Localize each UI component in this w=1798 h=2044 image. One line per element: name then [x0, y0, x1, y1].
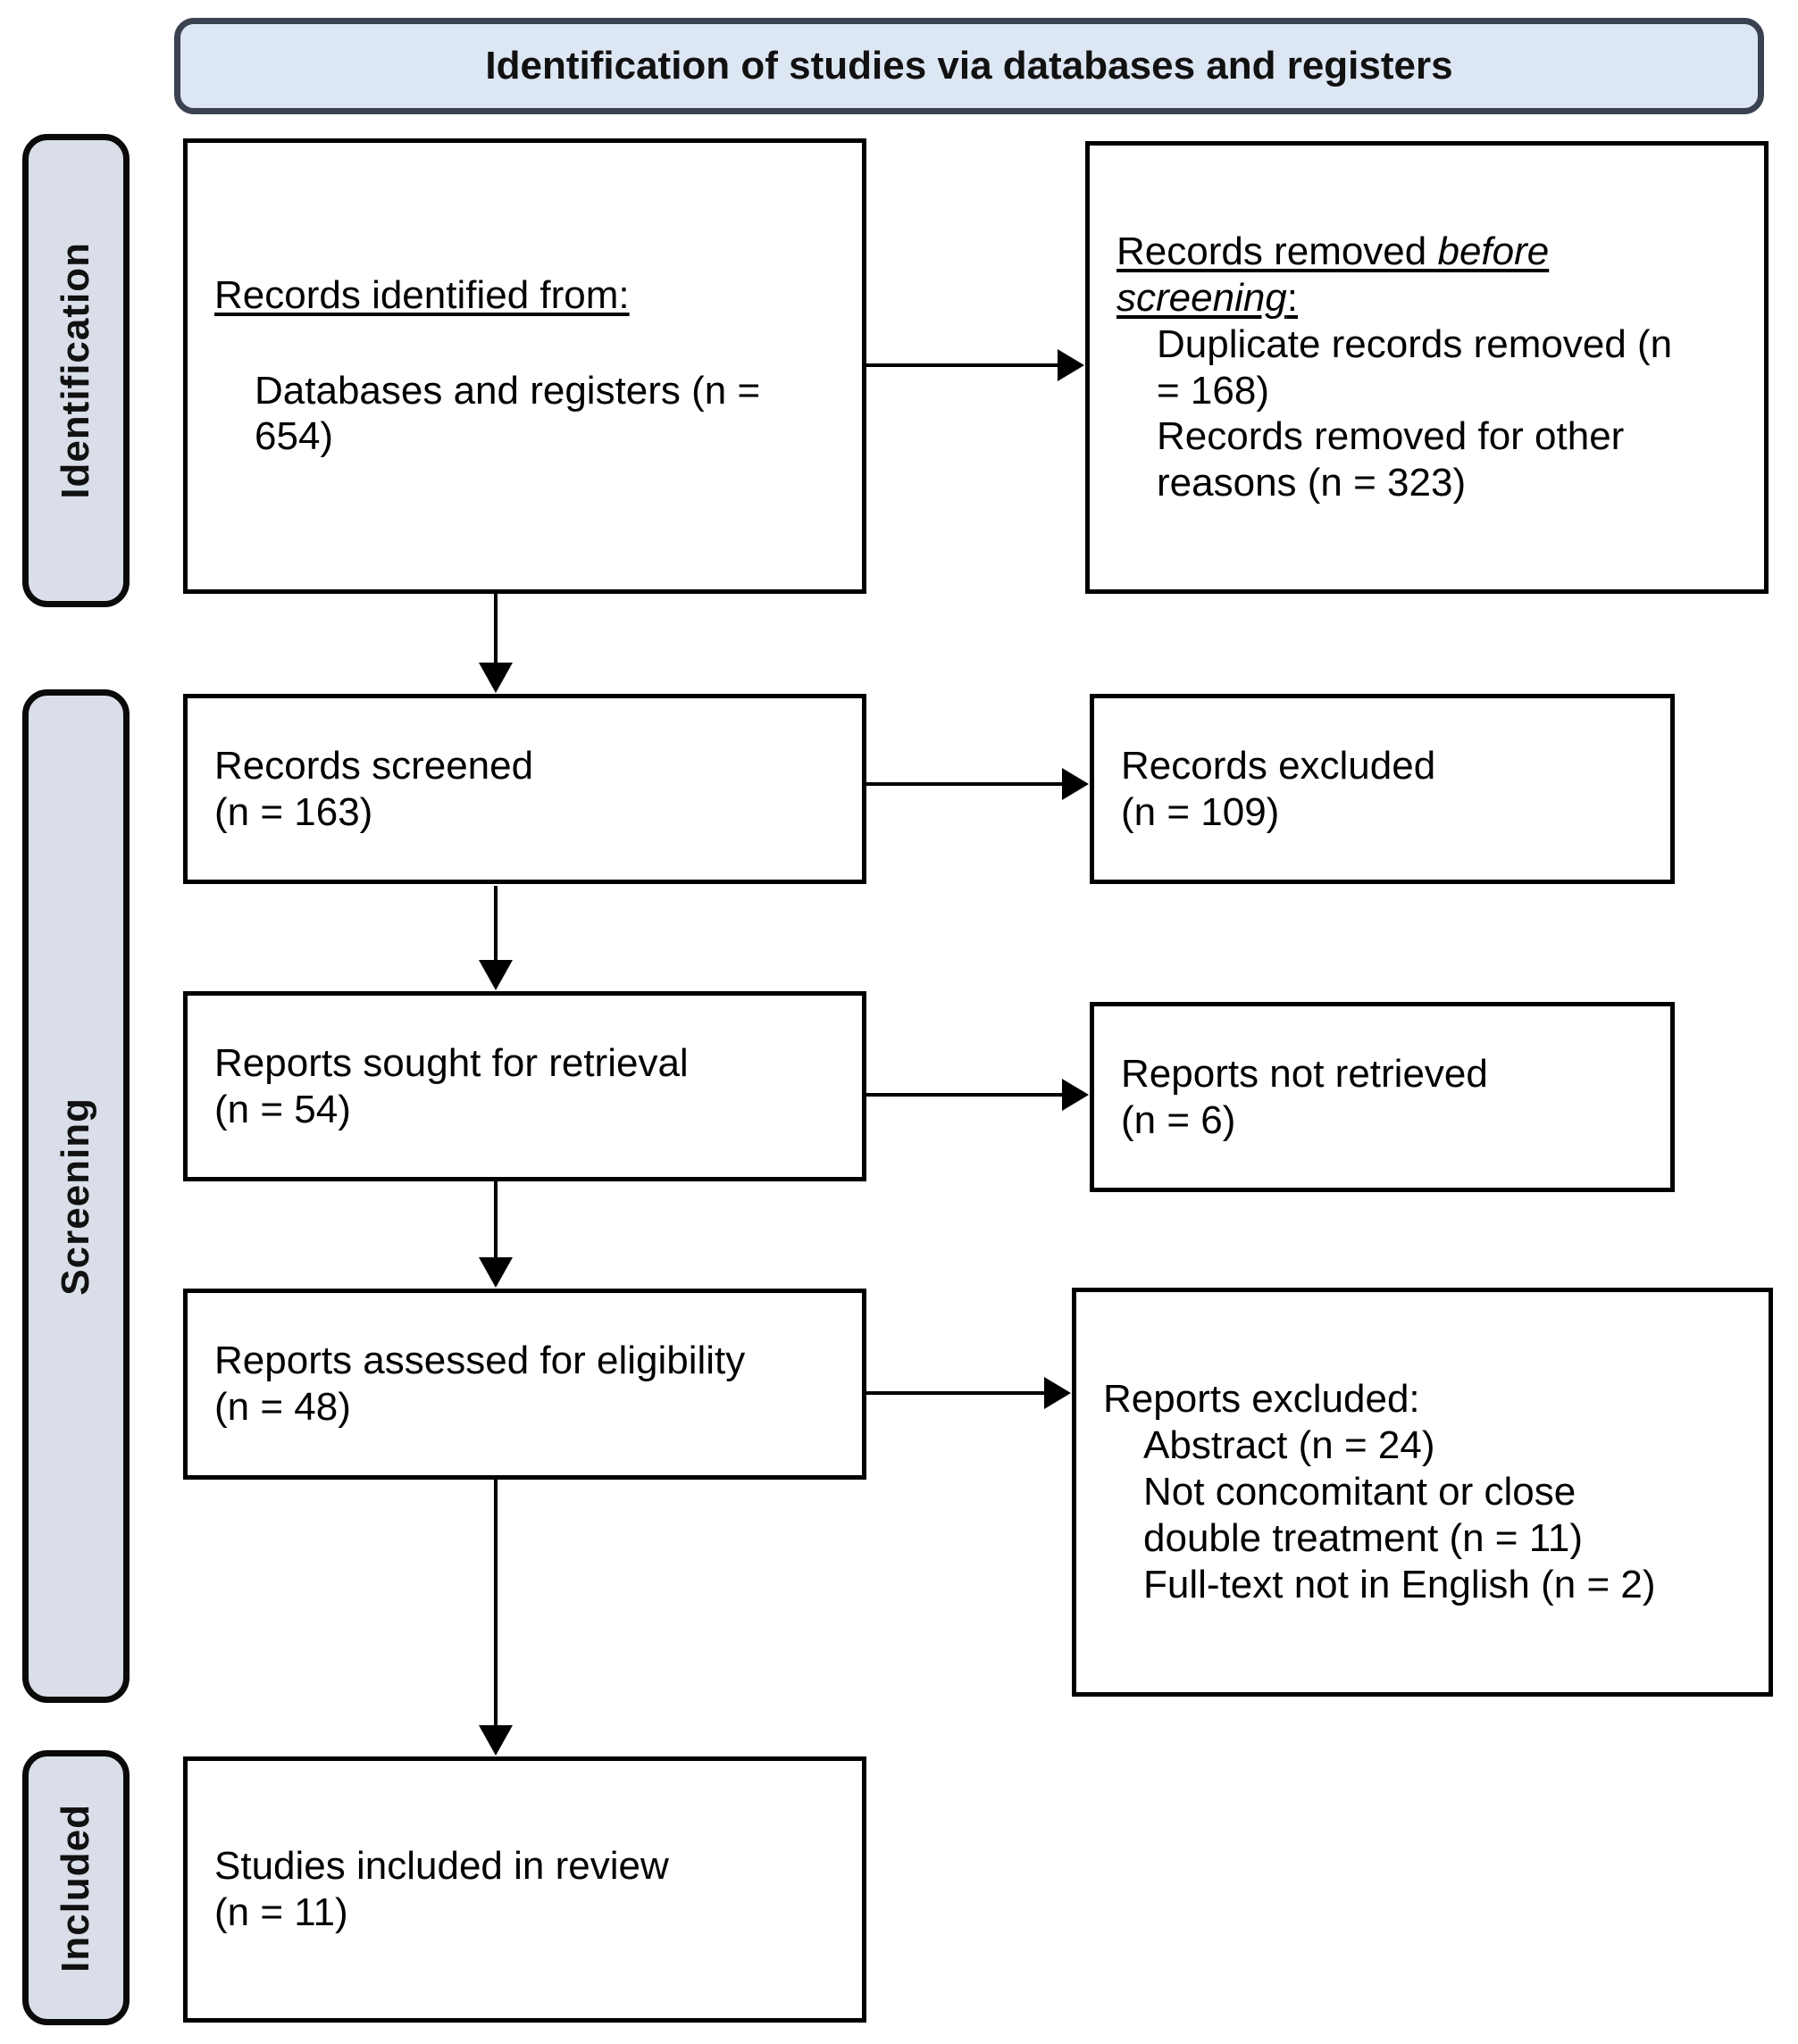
reports-excluded-item-not-english: Full-text not in English (n = 2): [1143, 1562, 1656, 1606]
reports-excluded-heading: Reports excluded:: [1103, 1377, 1420, 1422]
reports-assessed-count: (n = 48): [214, 1385, 351, 1429]
diagram-title: Identification of studies via databases …: [174, 18, 1764, 114]
stage-bar-identification: Identification: [22, 134, 130, 607]
box-studies-included: Studies included in review (n = 11): [183, 1756, 866, 2023]
records-identified-heading: Records identified from:: [214, 272, 630, 317]
reports-assessed-line1: Reports assessed for eligibility: [214, 1339, 746, 1383]
records-removed-heading: Records removed before screening:: [1116, 229, 1550, 320]
stage-label-included: Included: [54, 1803, 97, 1973]
arrow-sought-to-not-retrieved: [866, 1093, 1063, 1097]
arrow-identified-to-screened: [494, 594, 498, 663]
reports-not-retrieved-count: (n = 6): [1121, 1097, 1236, 1142]
box-records-screened: Records screened (n = 163): [183, 694, 866, 884]
box-reports-not-retrieved: Reports not retrieved (n = 6): [1090, 1002, 1675, 1192]
stage-bar-included: Included: [22, 1750, 130, 2025]
studies-included-count: (n = 11): [214, 1890, 348, 1934]
box-records-excluded: Records excluded (n = 109): [1090, 694, 1675, 884]
records-identified-item: Databases and registers (n = 654): [255, 368, 761, 459]
box-reports-excluded: Reports excluded: Abstract (n = 24) Not …: [1072, 1288, 1773, 1697]
reports-not-retrieved-line1: Reports not retrieved: [1121, 1051, 1488, 1096]
box-reports-assessed: Reports assessed for eligibility (n = 48…: [183, 1289, 866, 1480]
records-excluded-count: (n = 109): [1121, 789, 1280, 834]
box-reports-sought: Reports sought for retrieval (n = 54): [183, 991, 866, 1181]
studies-included-line1: Studies included in review: [214, 1844, 669, 1889]
box-records-identified: Records identified from: Databases and r…: [183, 138, 866, 594]
arrow-sought-to-assessed: [494, 1181, 498, 1258]
diagram-title-text: Identification of studies via databases …: [485, 44, 1453, 88]
stage-bar-screening: Screening: [22, 689, 130, 1703]
records-screened-line1: Records screened: [214, 743, 534, 788]
box-records-removed-before-screening: Records removed before screening: Duplic…: [1085, 141, 1769, 594]
arrow-screened-to-excluded: [866, 782, 1063, 786]
reports-sought-count: (n = 54): [214, 1087, 351, 1131]
arrow-identified-to-removed: [866, 363, 1058, 367]
reports-excluded-item-abstract: Abstract (n = 24): [1143, 1423, 1435, 1468]
records-removed-item-other-reasons: Records removed for other reasons (n = 3…: [1157, 414, 1625, 505]
records-screened-count: (n = 163): [214, 789, 373, 834]
arrow-assessed-to-reports-excluded: [866, 1391, 1045, 1395]
records-removed-item-duplicates: Duplicate records removed (n = 168): [1157, 321, 1673, 413]
arrow-screened-to-sought: [494, 886, 498, 961]
reports-excluded-item-not-concomitant: Not concomitant or close double treatmen…: [1143, 1470, 1584, 1560]
stage-label-identification: Identification: [54, 242, 97, 499]
records-excluded-line1: Records excluded: [1121, 743, 1436, 788]
arrow-assessed-to-included: [494, 1480, 498, 1726]
stage-label-screening: Screening: [54, 1097, 97, 1296]
reports-sought-line1: Reports sought for retrieval: [214, 1040, 689, 1085]
